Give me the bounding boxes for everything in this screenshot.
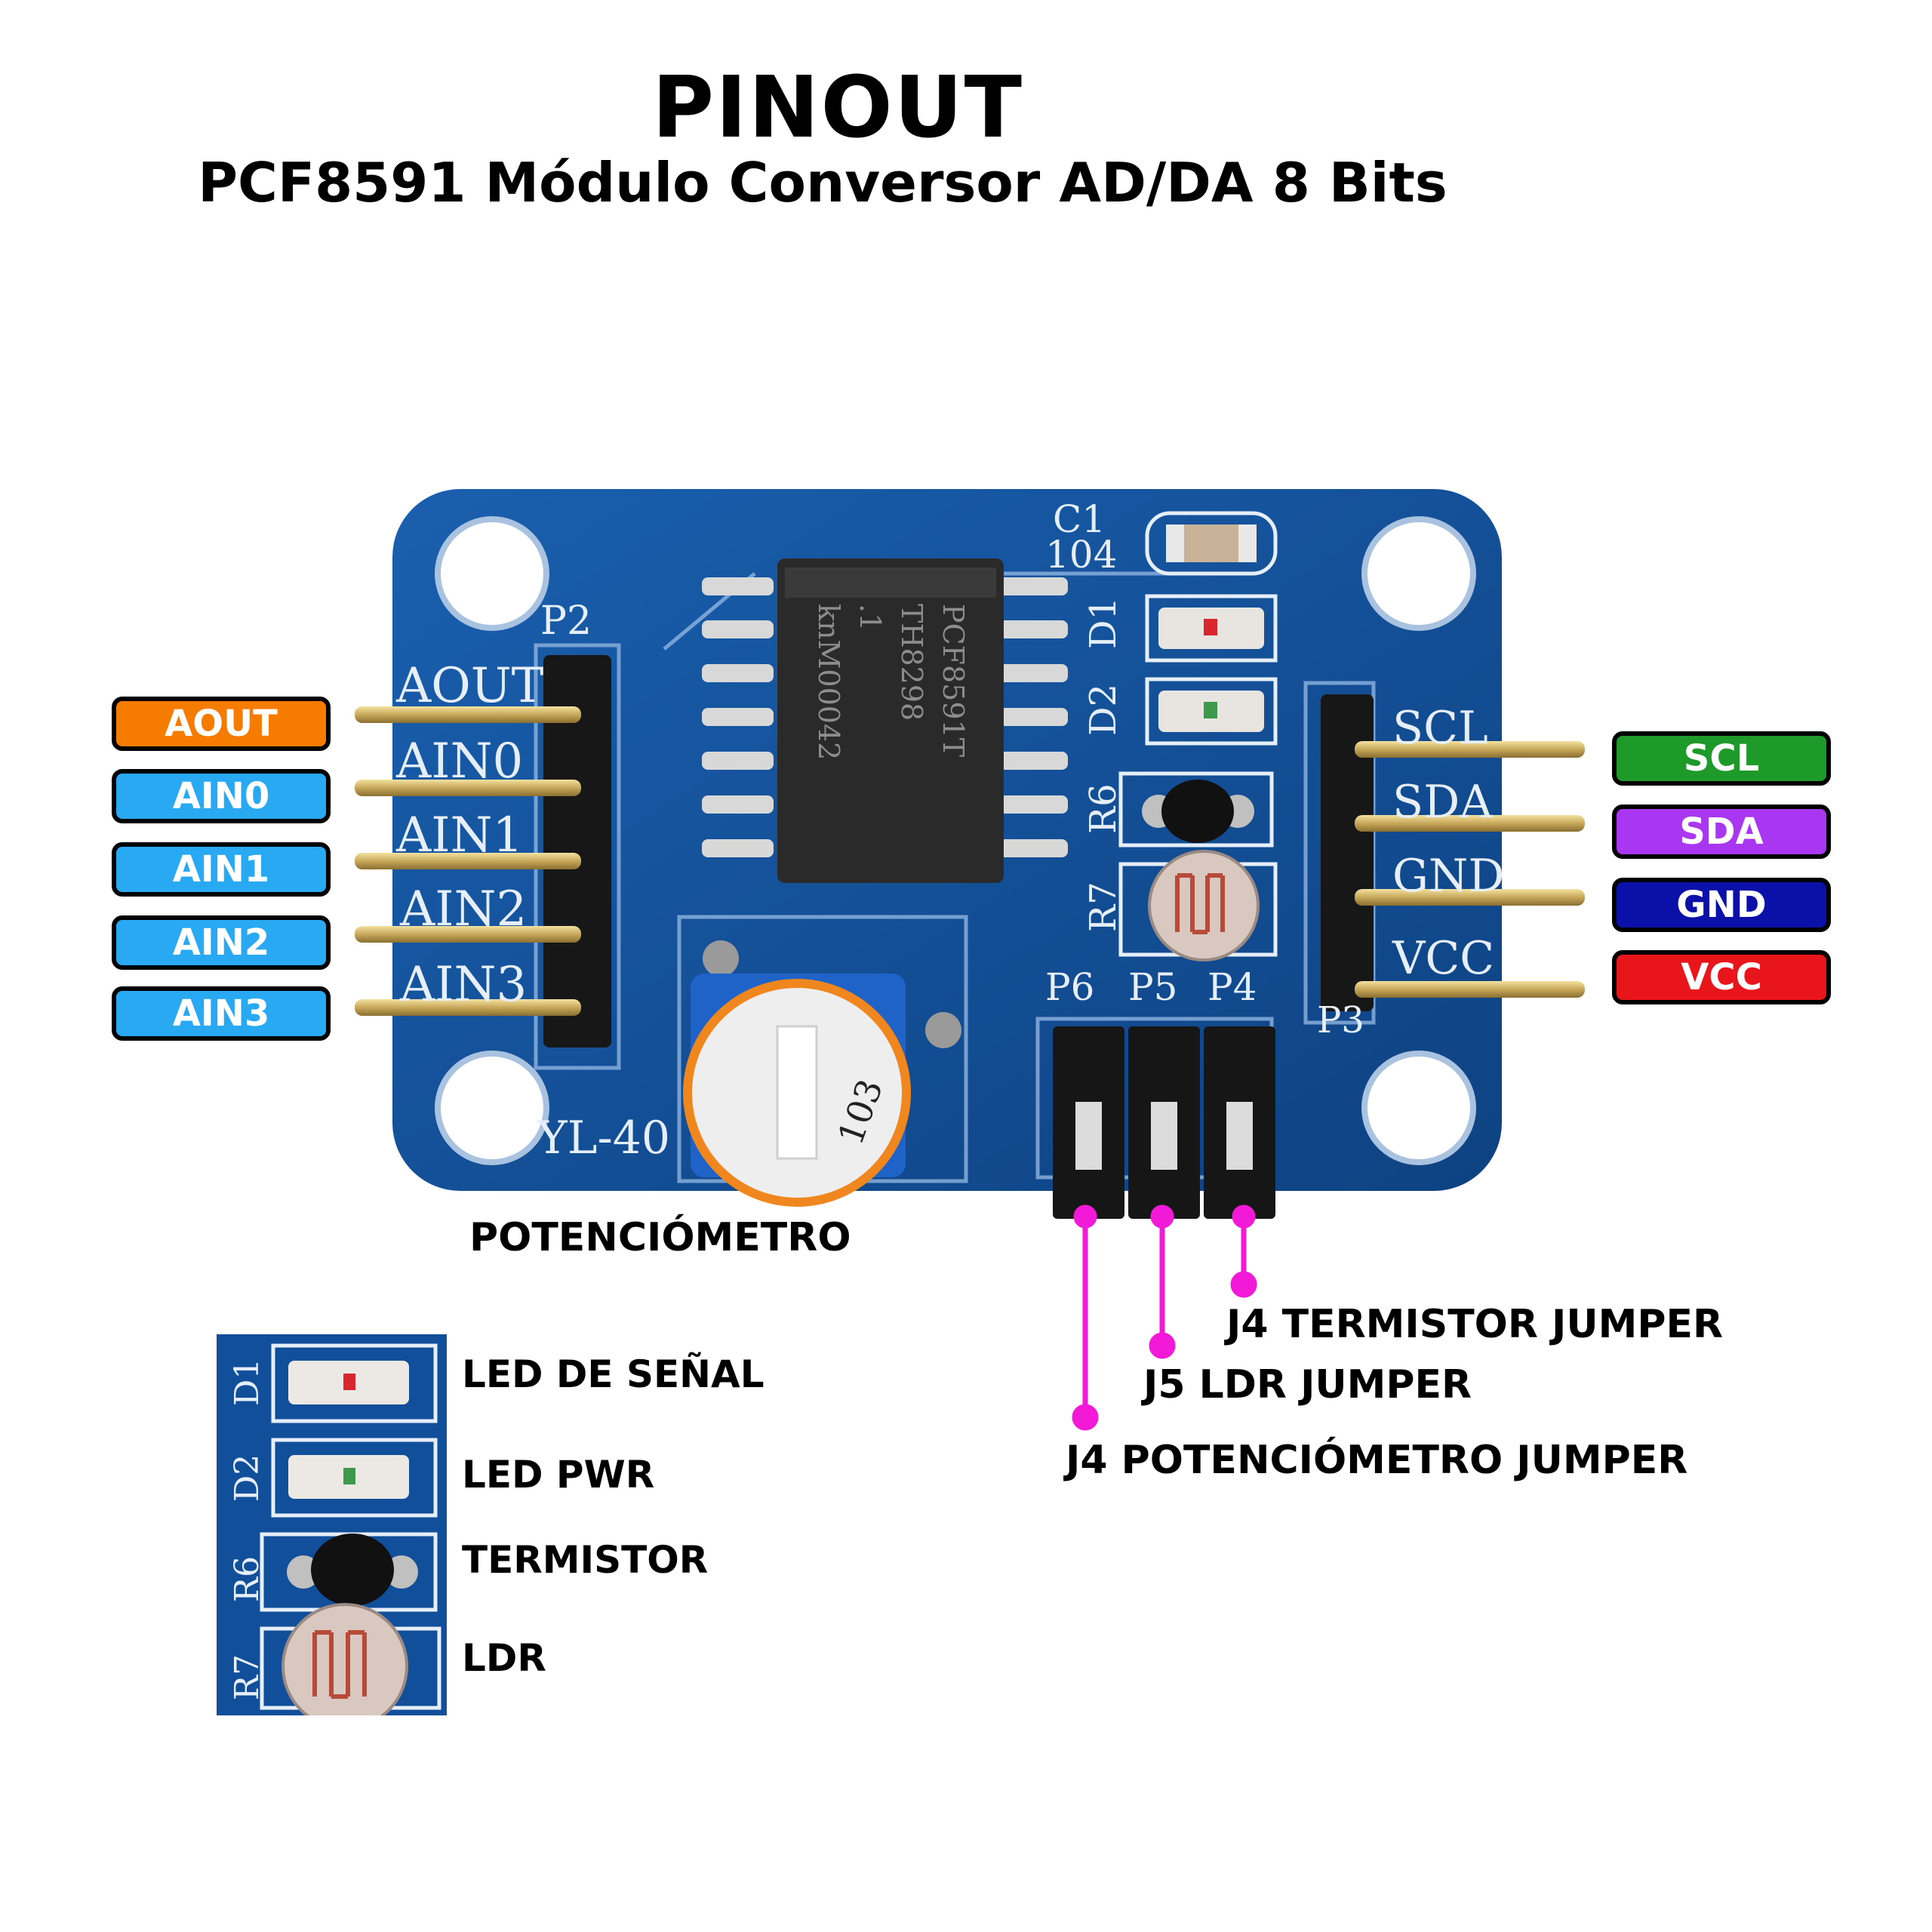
pin-label-vcc: VCC	[1612, 950, 1831, 1004]
silk-ain1: AIN1	[395, 808, 523, 863]
potentiometer-label: POTENCIÓMETRO	[469, 1215, 851, 1260]
capacitor-c1	[1145, 511, 1278, 576]
mounting-hole	[1361, 1051, 1476, 1165]
legend-silk-r7: R7	[228, 1654, 266, 1700]
silk-p6: P6	[1045, 965, 1094, 1009]
legend-silk-d2: D2	[228, 1454, 266, 1502]
chip-line3: .1	[854, 604, 887, 631]
silk-r7: R7	[1082, 881, 1124, 932]
silk-d2: D2	[1082, 684, 1124, 736]
mounting-hole	[435, 516, 549, 631]
silk-p4: P4	[1208, 965, 1257, 1009]
ic-chip: PCF8591T TH8298 .1 knM00042	[702, 558, 1068, 883]
silk-p5: P5	[1128, 965, 1177, 1009]
jumper-block	[1053, 1026, 1275, 1219]
legend-silk-r6: R6	[228, 1556, 266, 1602]
j4-pot-label: J4 POTENCIÓMETRO JUMPER	[1066, 1438, 1688, 1483]
silk-p2: P2	[540, 598, 592, 644]
chip-line1: PCF8591T	[937, 604, 970, 757]
pin-label-scl: SCL	[1612, 731, 1831, 786]
page-title: PINOUT	[651, 59, 1024, 157]
pin-label-ain2: AIN2	[112, 915, 331, 970]
header-p3	[1321, 694, 1374, 1011]
silk-d1: D1	[1082, 597, 1124, 649]
page-subtitle: PCF8591 Módulo Conversor AD/DA 8 Bits	[198, 151, 1447, 214]
legend-label-termistor: TERMISTOR	[462, 1538, 709, 1582]
mounting-hole	[435, 1051, 549, 1165]
silk-p3: P3	[1317, 999, 1364, 1041]
j5-ldr-label: J5 LDR JUMPER	[1143, 1362, 1472, 1407]
header-p2	[543, 655, 611, 1048]
mounting-hole	[1361, 516, 1476, 631]
j4-termistor-label: J4 TERMISTOR JUMPER	[1226, 1302, 1724, 1347]
legend-silk-d1: D1	[228, 1358, 266, 1406]
pin-label-ain3: AIN3	[112, 986, 331, 1041]
thermistor-r6	[1161, 780, 1234, 843]
silk-board-name: YL-40	[537, 1112, 670, 1164]
silk-ain3: AIN3	[399, 957, 527, 1013]
legend-label-ldr: LDR	[462, 1636, 546, 1680]
silk-r6: R6	[1082, 783, 1124, 834]
pin-label-gnd: GND	[1612, 878, 1831, 932]
pin-label-aout: AOUT	[112, 697, 331, 751]
ldr-r7	[1148, 850, 1260, 961]
silk-sda: SDA	[1392, 776, 1493, 829]
legend-label-led-pwr: LED PWR	[462, 1453, 655, 1497]
pin-label-ain1: AIN1	[112, 842, 331, 897]
legend-label-led-senal: LED DE SEÑAL	[462, 1352, 764, 1396]
legend-inset: D1 D2 R6 R7	[217, 1334, 447, 1715]
silk-ain0: AIN0	[395, 734, 523, 789]
chip-line2: TH8298	[895, 604, 928, 721]
chip-line4: knM00042	[812, 604, 845, 760]
silk-ain2: AIN2	[399, 881, 527, 937]
silk-aout: AOUT	[395, 658, 544, 714]
pin-label-sda: SDA	[1612, 804, 1831, 859]
silk-gnd: GND	[1392, 850, 1505, 903]
silk-vcc: VCC	[1392, 932, 1494, 985]
pin-label-ain0: AIN0	[112, 769, 331, 823]
silk-c1-value: 104	[1045, 533, 1117, 577]
silk-c1: C1	[1053, 497, 1106, 541]
silk-scl: SCL	[1392, 702, 1488, 755]
